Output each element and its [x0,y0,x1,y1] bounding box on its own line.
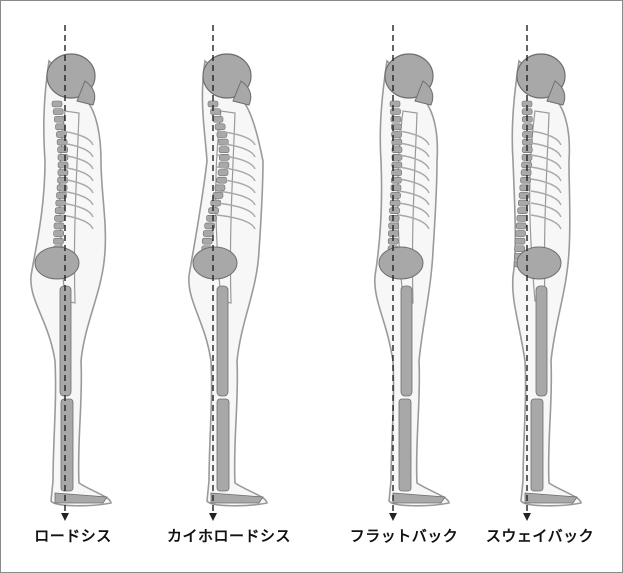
vertebra [55,124,65,130]
vertebra [515,238,525,244]
label-kypho-lordosis: カイホロードシス [159,525,299,547]
vertebra [215,124,225,130]
vertebra [390,200,400,206]
vertebra [58,147,68,153]
vertebra [389,215,399,221]
tibia [61,399,73,491]
tibia [217,399,229,491]
vertebra [211,109,221,115]
figure-kypho-lordosis [189,25,267,521]
pelvis [517,247,561,279]
vertebra [520,185,530,191]
figure-lordosis [31,25,111,521]
vertebra [516,223,526,229]
body-outline [375,61,449,506]
vertebra [215,185,225,191]
vertebra [53,238,63,244]
vertebra [390,109,400,115]
femur [217,286,228,396]
vertebra [213,116,223,122]
vertebra [517,215,527,221]
vertebra [515,246,525,252]
vertebra [54,231,64,237]
vertebra [58,170,68,176]
pelvis [35,247,79,279]
tibia [399,399,411,491]
plumb-arrow [61,513,69,521]
vertebra [521,177,531,183]
figure-sway-back [512,25,581,521]
vertebra [55,208,65,214]
label-lordosis: ロードシス [23,525,123,547]
vertebra [389,223,399,229]
tibia [531,399,543,491]
vertebra [52,101,62,107]
vertebra [218,170,228,176]
vertebra [219,147,229,153]
vertebra [390,208,400,214]
vertebra [54,223,64,229]
vertebra [516,231,526,237]
plumb-arrow [523,513,531,521]
femur [401,286,412,396]
vertebra [53,109,63,115]
figure-flat-back [375,25,449,521]
vertebra [207,215,217,221]
vertebra [203,231,213,237]
vertebra [521,170,531,176]
vertebra [213,192,223,198]
label-sway-back: スウェイバック [479,525,601,547]
vertebra [54,116,64,122]
label-flat-back: フラットバック [343,525,465,547]
vertebra [518,208,528,214]
vertebra [391,192,401,198]
vertebra [55,215,65,221]
plumb-arrow [389,513,397,521]
plumb-arrow [209,513,217,521]
vertebra [202,238,212,244]
pelvis [193,247,237,279]
vertebra [390,101,400,107]
femur [536,286,547,396]
pelvis [379,247,423,279]
